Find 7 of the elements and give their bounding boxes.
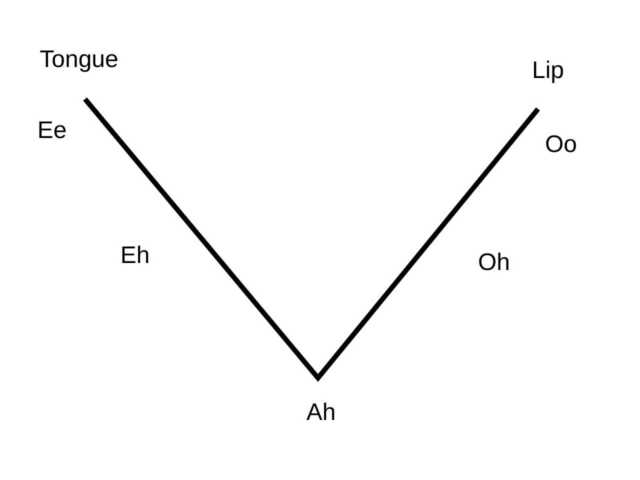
vowel-label: Ah <box>306 401 336 425</box>
vowel-label: Lip <box>532 59 564 83</box>
vowel-label: Eh <box>120 244 150 268</box>
vowel-label: Tongue <box>40 48 118 72</box>
vowel-label: Ee <box>37 119 67 143</box>
vowel-label: Oo <box>545 133 577 157</box>
vowel-label: Oh <box>478 251 510 275</box>
